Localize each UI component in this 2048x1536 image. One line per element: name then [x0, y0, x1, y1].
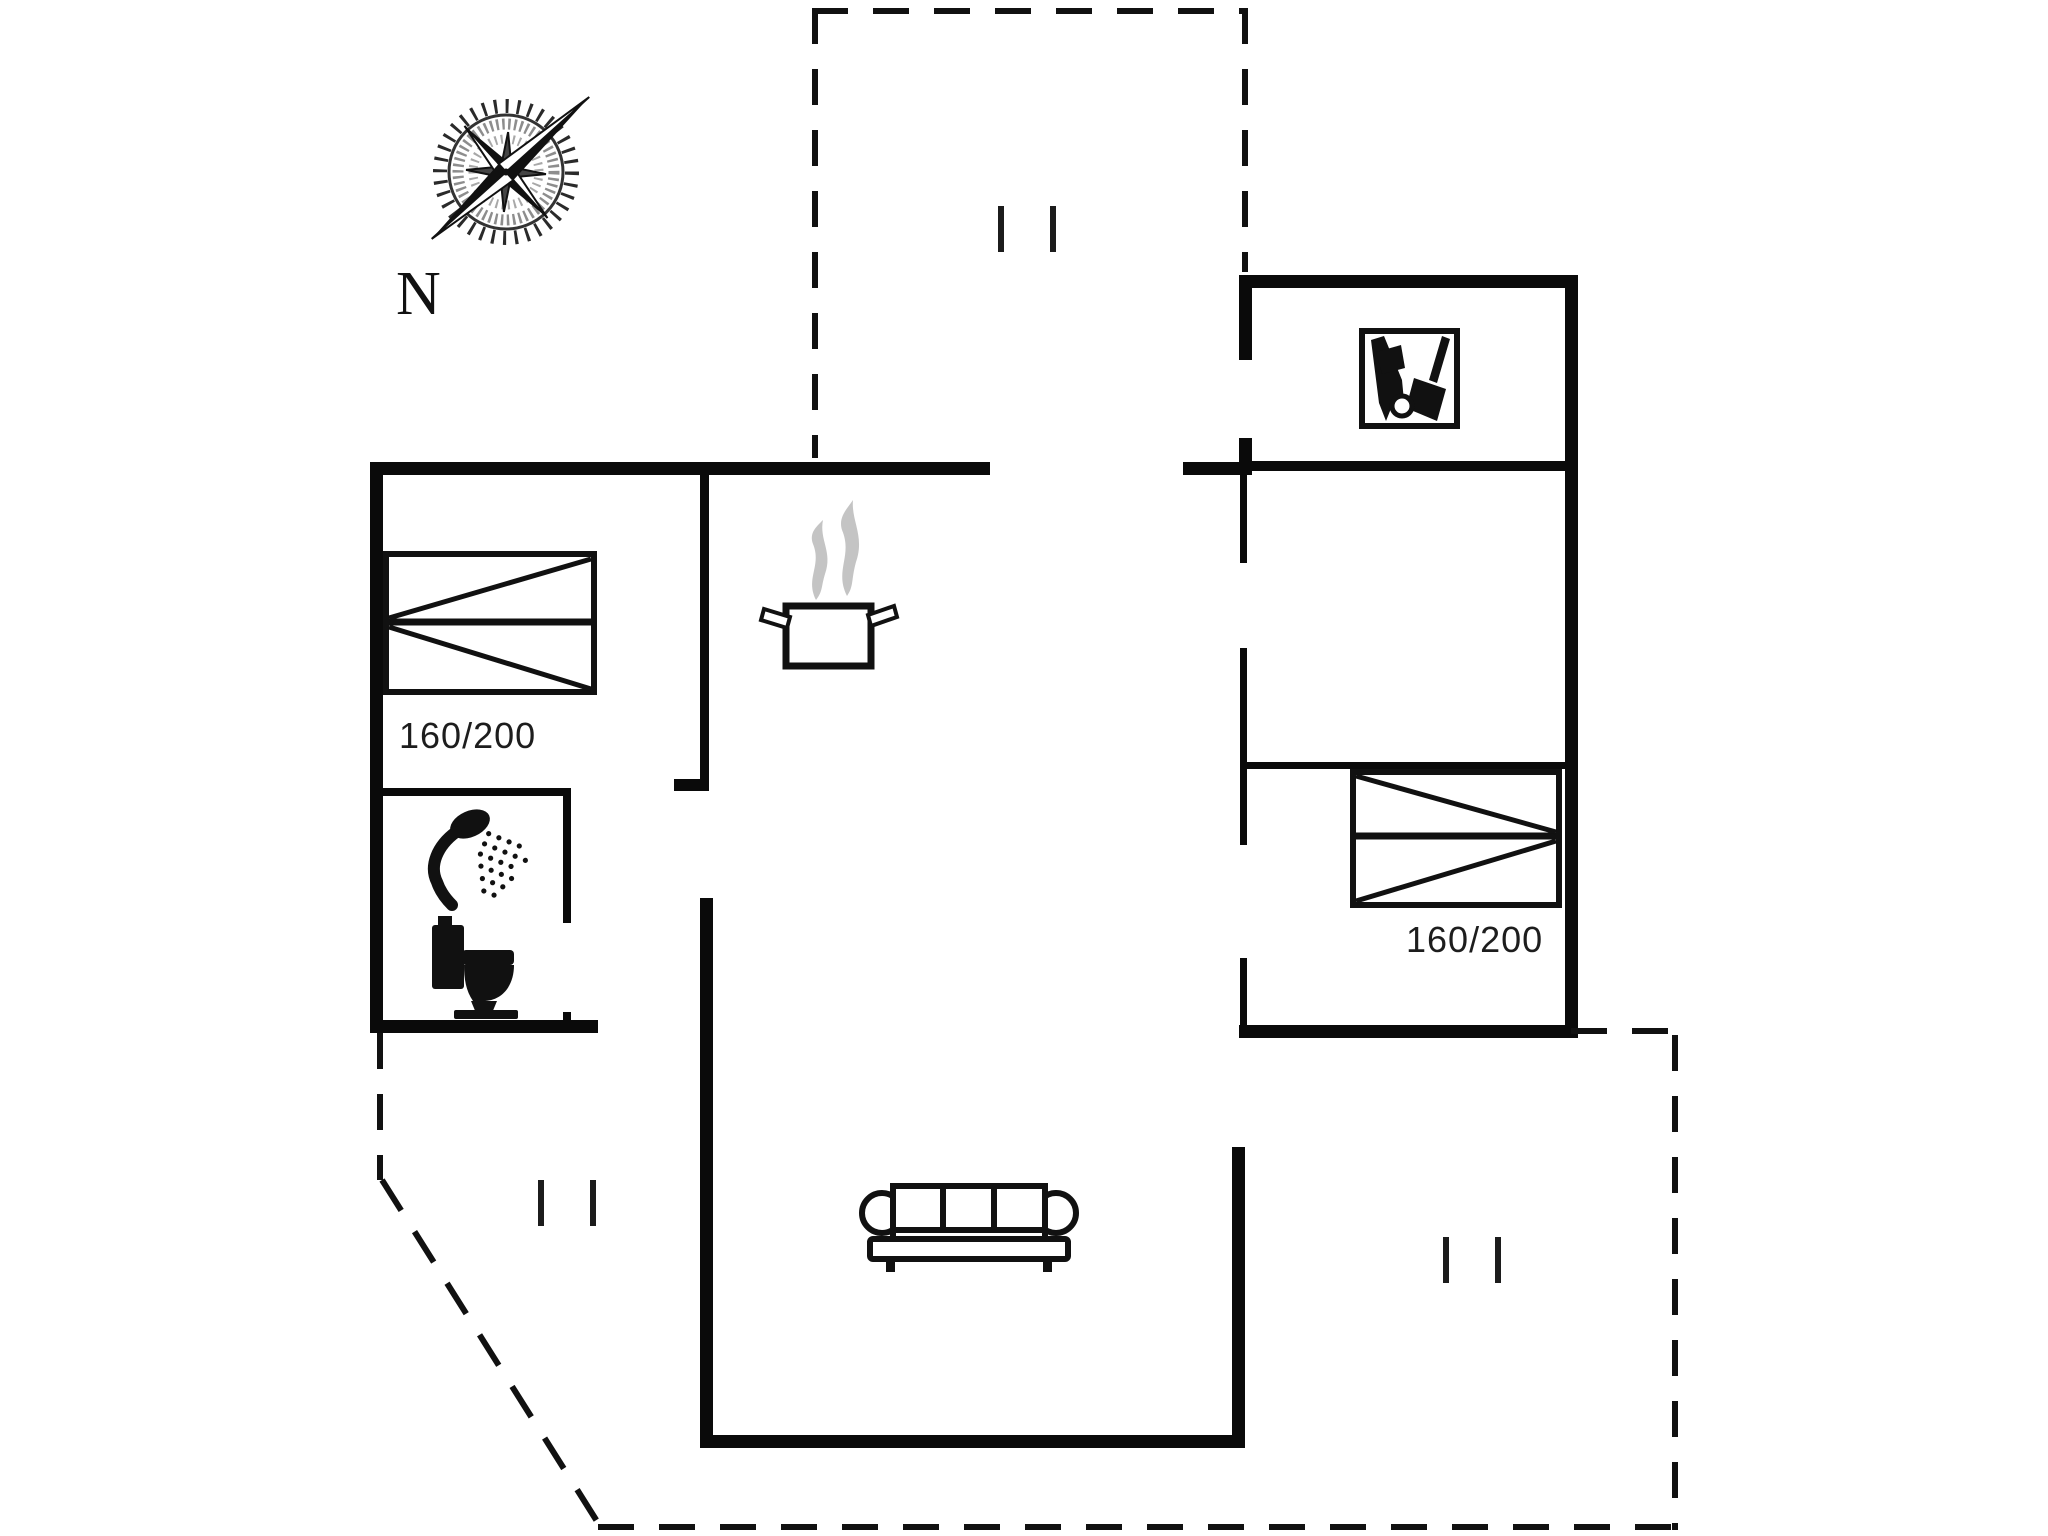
wall-right-exterior	[1565, 275, 1578, 1038]
steam-wisp	[811, 520, 828, 600]
wall-hall-right-b	[1240, 648, 1247, 845]
wall-bathroom-right-upper	[563, 788, 571, 923]
wall-kitchen-divider	[700, 475, 709, 790]
wall-utility-top	[1239, 275, 1578, 288]
wall-living-right	[1232, 1147, 1245, 1448]
bed-right	[1350, 769, 1562, 908]
steam-wisp	[841, 500, 860, 596]
bed-left-size-label: 160/200	[399, 715, 536, 756]
compass-rose-icon: N	[396, 96, 590, 328]
terrace-boundaries	[377, 8, 1678, 1530]
bed-right-size-label: 160/200	[1406, 919, 1543, 960]
window-markers	[538, 206, 1501, 1283]
wall-living-left	[700, 898, 713, 1448]
toilet-icon	[432, 916, 518, 1019]
sofa-icon	[859, 1183, 1079, 1272]
window-marker-icon	[538, 1180, 596, 1226]
wall-right-room-divider	[1246, 762, 1571, 769]
wall-bathroom-top	[383, 788, 570, 796]
garden-tools-icon	[1359, 328, 1460, 429]
window-marker-icon	[1443, 1237, 1501, 1283]
wall-living-bottom	[700, 1435, 1245, 1448]
wall-top-left	[370, 462, 990, 475]
shower-spray	[477, 831, 528, 898]
wall-utility-left-upper	[1239, 288, 1252, 360]
shower-icon	[427, 809, 528, 911]
wall-bedroom-left-stub	[674, 779, 709, 791]
wall-utility-bottom	[1239, 461, 1571, 471]
wall-bathroom-right-lower	[563, 1012, 571, 1032]
wall-left-exterior	[370, 462, 383, 1033]
walls	[370, 275, 1578, 1448]
wall-bathroom-bottom	[370, 1020, 598, 1033]
wall-hall-right-c	[1240, 958, 1247, 1025]
wall-bedroom-right-bottom	[1239, 1025, 1578, 1038]
cooking-pot-icon	[758, 500, 900, 670]
terrace-diagonal-edge	[379, 1178, 603, 1528]
compass-north-label: N	[396, 260, 441, 328]
wall-hall-right-a	[1240, 475, 1247, 563]
bed-left	[383, 551, 597, 695]
wall-top-right	[1183, 462, 1252, 475]
window-marker-icon	[998, 206, 1056, 252]
